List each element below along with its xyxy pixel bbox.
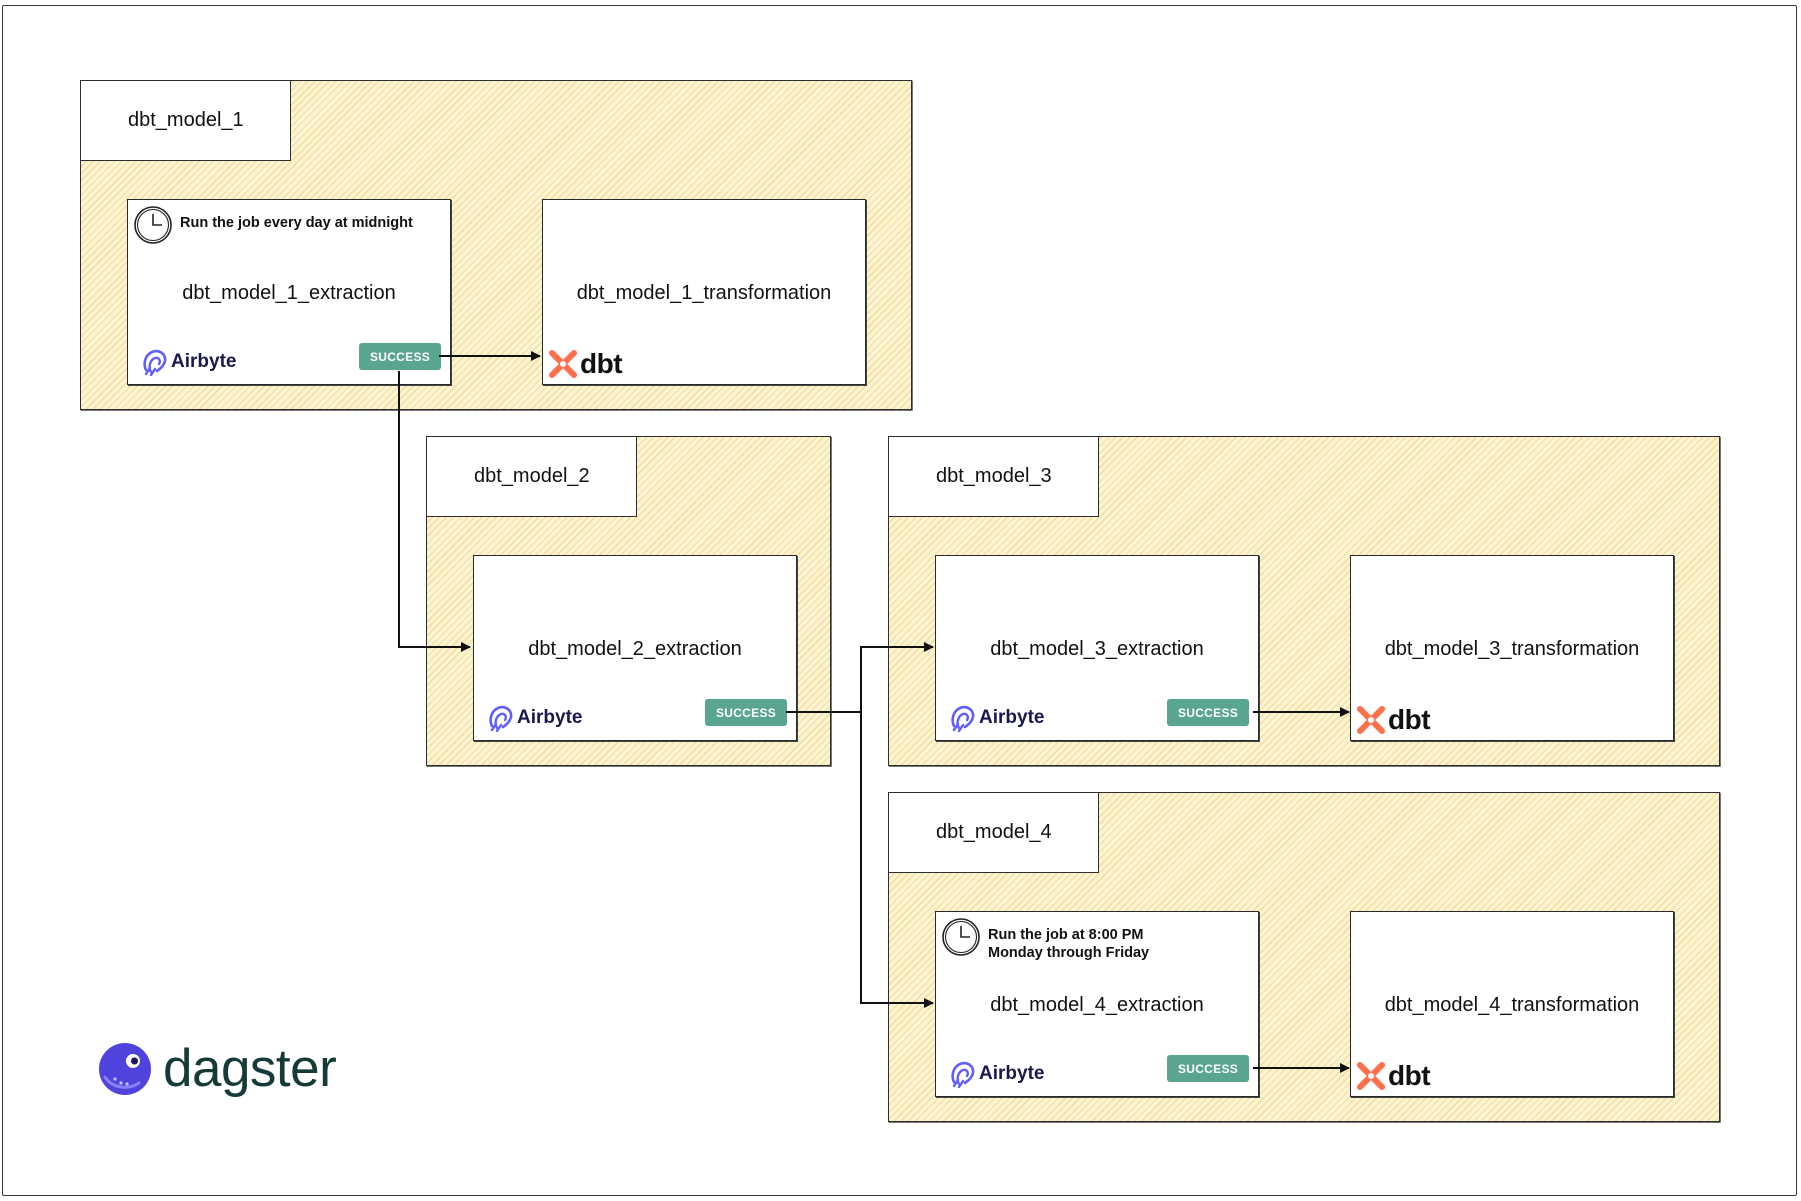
group-label: dbt_model_2 [427,437,637,517]
airbyte-logo: Airbyte [142,348,236,376]
dagster-logo-icon [99,1042,151,1095]
node-dbt-model-3-extraction[interactable]: dbt_model_3_extraction Airbyte SUCCESS [935,555,1259,741]
node-title: dbt_model_1_transformation [576,282,832,304]
clock-icon [940,916,982,963]
group-label: dbt_model_3 [889,437,1099,517]
dbt-logo-icon [1357,706,1385,734]
node-dbt-model-2-extraction[interactable]: dbt_model_2_extraction Airbyte SUCCESS [473,555,797,741]
dbt-logo-icon [549,350,577,378]
node-dbt-model-1-extraction[interactable]: Run the job every day at midnight dbt_mo… [127,199,451,385]
edge-m2-extraction-to-m4-extraction [860,712,934,1008]
clock-icon [132,204,174,251]
node-dbt-model-3-transformation[interactable]: dbt_model_3_transformation dbt [1350,555,1674,741]
dbt-logo-icon [1357,1062,1385,1090]
dagster-logo: dagster [97,1038,337,1099]
schedule-text: Run the job every day at midnight [180,215,413,231]
status-badge: SUCCESS [1167,1055,1249,1082]
status-badge: SUCCESS [359,343,441,370]
dbt-logo: dbt [549,348,623,380]
airbyte-logo-icon [951,705,975,732]
airbyte-logo: Airbyte [488,704,582,732]
node-title: dbt_model_1_extraction [182,282,396,304]
node-dbt-model-4-transformation[interactable]: dbt_model_4_transformation dbt [1350,911,1674,1097]
airbyte-logo: Airbyte [950,1060,1044,1088]
airbyte-logo: Airbyte [950,704,1044,732]
group-dbt-model-4: dbt_model_4 Run the job at 8:00 PM Monda… [888,792,1720,1122]
node-dbt-model-1-transformation[interactable]: dbt_model_1_transformation dbt [542,199,866,385]
dagster-wordmark: dagster [163,1039,337,1098]
airbyte-logo-icon [489,705,513,732]
node-title: dbt_model_2_extraction [528,638,742,660]
dbt-logo: dbt [1357,704,1431,736]
schedule-text: Run the job at 8:00 PM Monday through Fr… [988,927,1150,961]
canvas-frame [2,5,1797,1196]
status-badge: SUCCESS [705,699,787,726]
dbt-logo: dbt [1357,1060,1431,1092]
edge-m1-extraction-to-m2-extraction [398,371,471,652]
node-title: dbt_model_3_transformation [1384,638,1640,660]
node-title: dbt_model_4_extraction [990,994,1204,1016]
airbyte-logo-icon [143,349,167,376]
group-dbt-model-2: dbt_model_2 dbt_model_2_extraction Airby… [426,436,831,766]
airbyte-logo-icon [951,1061,975,1088]
status-badge: SUCCESS [1167,699,1249,726]
node-dbt-model-4-extraction[interactable]: Run the job at 8:00 PM Monday through Fr… [935,911,1259,1097]
node-title: dbt_model_4_transformation [1384,994,1640,1016]
group-label: dbt_model_1 [81,81,291,161]
group-label: dbt_model_4 [889,793,1099,873]
edge-m2-extraction-to-m3-extraction [786,642,934,713]
node-title: dbt_model_3_extraction [990,638,1204,660]
